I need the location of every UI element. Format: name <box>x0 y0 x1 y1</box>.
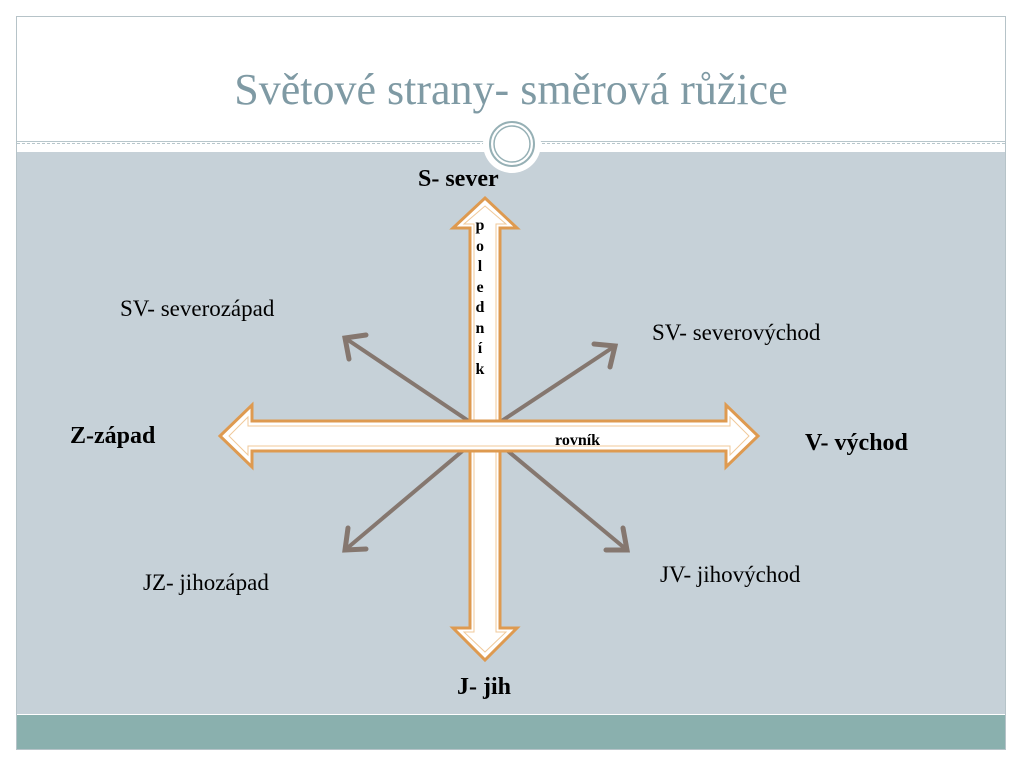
label-east: V- východ <box>805 430 908 456</box>
footer-band <box>17 715 1005 749</box>
label-south: J- jih <box>457 674 511 700</box>
equator-arrow <box>217 401 761 471</box>
arrow-northwest-head <box>342 332 369 362</box>
meridian-letter: í <box>477 340 483 357</box>
label-southeast: JV- jihovýchod <box>660 562 801 587</box>
label-northwest: SV- severozápad <box>120 296 275 321</box>
arrow-southwest-head <box>342 525 369 553</box>
meridian-letter: p <box>475 217 485 234</box>
meridian-letter: e <box>476 278 484 296</box>
label-equator: rovník <box>555 432 601 449</box>
meridian-letter: o <box>476 237 484 255</box>
arrow-northeast <box>483 344 617 434</box>
meridian-letter: k <box>475 360 485 378</box>
label-southwest: JZ- jihozápad <box>143 570 269 595</box>
arrow-northeast-head <box>591 341 619 370</box>
meridian-letter: d <box>475 299 485 316</box>
label-north: S- sever <box>418 166 499 192</box>
arrow-northwest <box>343 336 487 434</box>
label-northeast: SV- severovýchod <box>652 320 821 345</box>
label-west: Z-západ <box>70 423 156 449</box>
slide-title: Světové strany- směrová růžice <box>234 65 788 114</box>
label-meridian: p o l e d n í k <box>468 216 492 380</box>
meridian-letter: n <box>475 319 485 337</box>
decorative-ring-icon <box>483 115 541 173</box>
arrow-southeast-head <box>603 525 630 553</box>
meridian-letter: l <box>477 258 483 275</box>
